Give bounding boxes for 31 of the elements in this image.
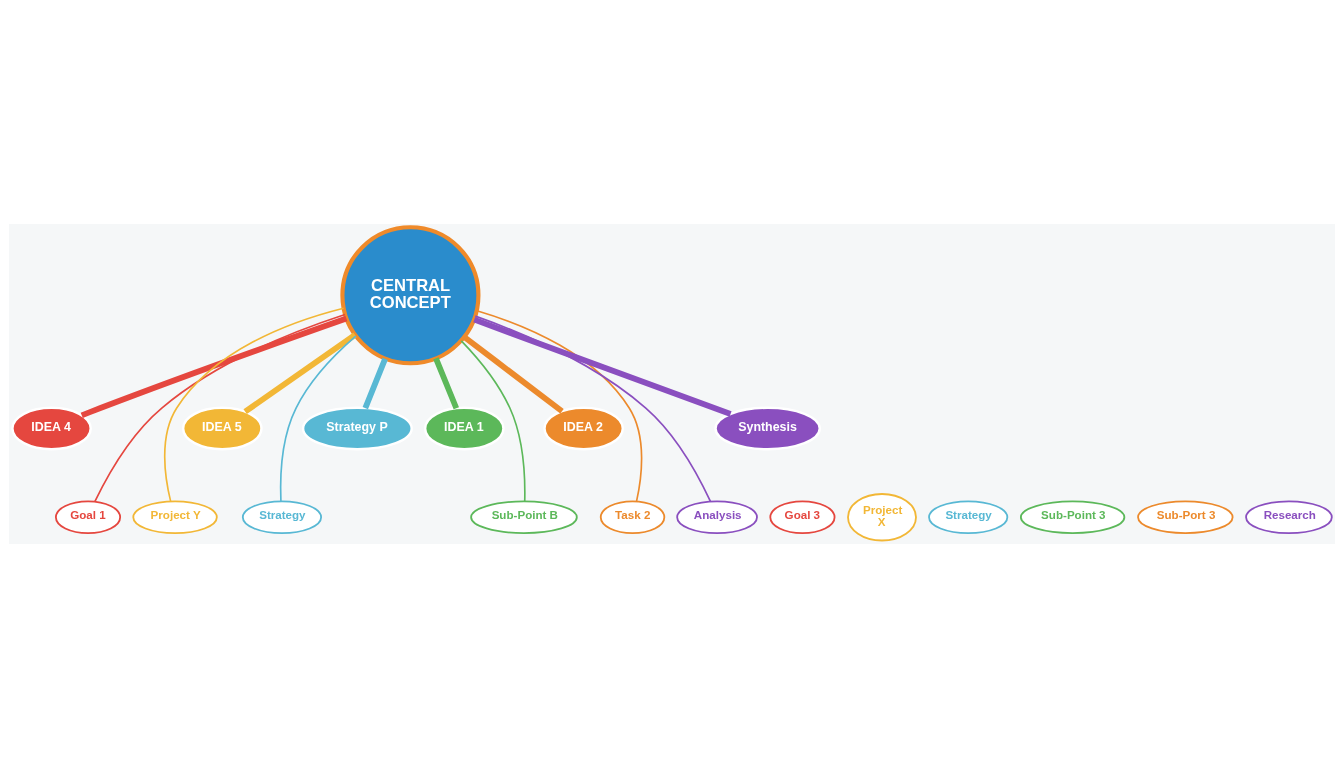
node-ellipse: Sub-Point 3	[1019, 500, 1126, 535]
node-ellipse: Analysis	[676, 500, 758, 535]
connector	[474, 315, 712, 503]
connector	[243, 332, 357, 415]
node-ellipse: Synthesis	[714, 406, 821, 451]
node-ellipse: IDEA 2	[543, 406, 625, 451]
connector	[362, 357, 388, 410]
node-ellipse: Goal 3	[769, 500, 836, 535]
node-ellipse: IDEA 4	[11, 406, 92, 451]
node-ellipse: Goal 1	[55, 500, 122, 535]
connector	[473, 316, 732, 417]
node-ellipse: Task 2	[599, 500, 666, 535]
node-ellipse: Strategy	[241, 500, 323, 535]
connector	[94, 313, 346, 503]
node-ellipse: Strategy P	[301, 406, 413, 451]
connector	[462, 334, 564, 414]
node-ellipse: Sub-Port 3	[1137, 500, 1234, 535]
node-ellipse: Strategy	[928, 500, 1009, 535]
connector	[433, 357, 459, 410]
connector	[279, 335, 357, 502]
node-ellipse: Research	[1245, 500, 1333, 535]
connector	[460, 340, 526, 503]
node-ellipse: IDEA 1	[423, 406, 505, 451]
node-ellipse: Project X	[847, 493, 917, 542]
connector	[476, 309, 643, 503]
node-ellipse: Sub-Point B	[470, 500, 578, 535]
connector	[163, 307, 345, 503]
node-ellipse: Project Y	[132, 500, 218, 535]
node-ellipse: IDEA 5	[181, 406, 263, 451]
connector	[80, 315, 348, 419]
node-circle: CENTRAL CONCEPT	[340, 225, 481, 366]
